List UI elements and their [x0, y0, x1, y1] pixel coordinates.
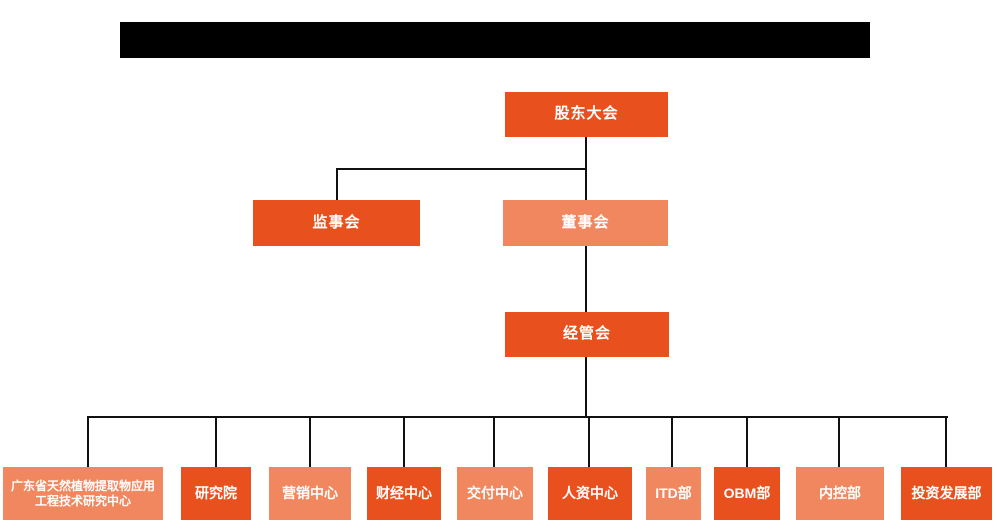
connector-dept-drop: [671, 416, 673, 467]
org-node-management-committee: 经管会: [505, 312, 669, 357]
connector-dept-drop: [493, 416, 495, 467]
connector-dept-drop: [838, 416, 840, 467]
connector-dept-drop: [215, 416, 217, 467]
org-node-label: 广东省天然植物提取物应用工程技术研究中心: [10, 478, 155, 508]
org-node-label: OBM部: [723, 484, 771, 501]
org-node-dept-itd: ITD部: [646, 467, 701, 520]
connector-board-to-management: [585, 246, 587, 312]
org-node-dept-internal-control: 内控部: [796, 467, 884, 520]
org-node-label: 财经中心: [376, 484, 432, 501]
org-node-label: 监事会: [312, 213, 361, 231]
connector-dept-drop: [403, 416, 405, 467]
org-node-dept-obm: OBM部: [714, 467, 780, 520]
org-node-dept-research-center: 广东省天然植物提取物应用工程技术研究中心: [3, 467, 163, 520]
org-node-board-of-directors: 董事会: [503, 200, 668, 246]
connector-dept-drop: [309, 416, 311, 467]
org-node-label: 经管会: [562, 325, 611, 343]
connector-dept-drop: [588, 416, 590, 467]
org-node-label: 投资发展部: [911, 484, 982, 501]
org-node-dept-marketing-center: 营销中心: [269, 467, 351, 520]
connector-branch-horizontal: [336, 168, 587, 170]
org-node-supervisory-board: 监事会: [253, 200, 420, 246]
org-node-dept-investment-development: 投资发展部: [901, 467, 992, 520]
connector-dept-drop: [945, 416, 947, 467]
connector-management-down: [585, 357, 587, 417]
org-node-label: 董事会: [561, 213, 610, 231]
connector-supervisory-drop: [336, 168, 338, 200]
org-node-shareholders-meeting: 股东大会: [505, 92, 668, 137]
org-node-dept-delivery-center: 交付中心: [457, 467, 533, 520]
org-node-label: ITD部: [655, 484, 692, 501]
connector-dept-drop: [746, 416, 748, 467]
connector-departments-horizontal: [87, 416, 948, 418]
org-node-label: 内控部: [819, 484, 861, 501]
org-node-label: 交付中心: [467, 484, 523, 501]
org-node-dept-finance-center: 财经中心: [367, 467, 441, 520]
org-node-dept-hr-center: 人资中心: [548, 467, 632, 520]
redacted-title-bar: [120, 22, 870, 58]
org-node-label: 研究院: [195, 484, 237, 501]
org-node-label: 营销中心: [282, 484, 338, 501]
connector-dept-drop: [87, 416, 89, 467]
org-node-label: 人资中心: [562, 484, 618, 501]
org-node-dept-research-institute: 研究院: [181, 467, 251, 520]
org-node-label: 股东大会: [554, 105, 619, 123]
